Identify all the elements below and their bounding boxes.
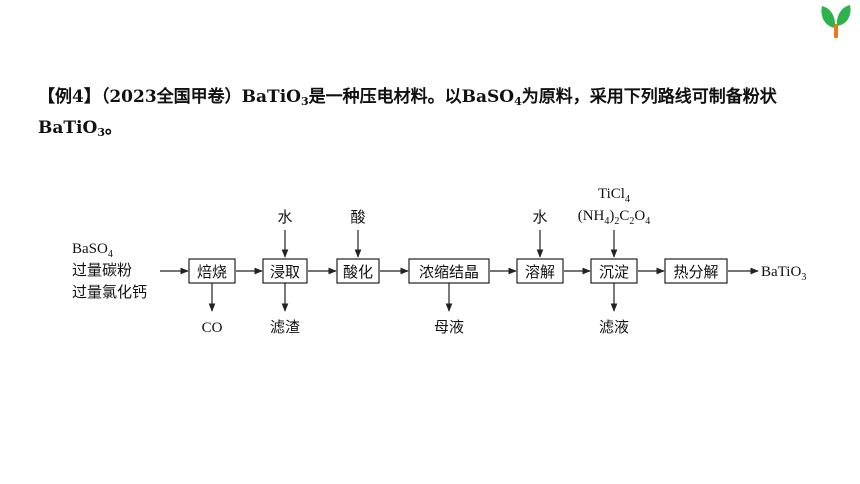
step-roast: 焙烧 [188,258,236,284]
svg-text:浸取: 浸取 [270,263,300,281]
formula-batio3: BaTiO3 [241,87,309,108]
output-co: CO [202,320,223,336]
output-mother-liquor: 母液 [434,318,464,336]
step-acidify: 酸化 [336,258,380,284]
svg-text:浓缩结晶: 浓缩结晶 [419,263,479,281]
formula-baso4: BaSO4 [461,87,522,108]
step-decompose: 热分解 [664,258,728,284]
step-leach: 浸取 [262,258,308,284]
svg-text:沉淀: 沉淀 [599,263,629,281]
step-dissolve: 溶解 [516,258,564,284]
output-residue: 滤渣 [270,318,300,336]
svg-text:酸化: 酸化 [343,263,373,281]
svg-text:焙烧: 焙烧 [197,263,227,281]
reagent-acid: 酸 [350,208,365,226]
left-leaf [821,6,836,28]
step-precipitate: 沉淀 [590,258,638,284]
question-source: （2023全国甲卷） [100,87,242,107]
sprout-logo-icon [821,5,851,38]
sprout-stem [834,24,838,38]
input-cacl2: 过量氯化钙 [72,283,147,301]
input-baso4: BaSO4 [72,241,113,260]
formula-batio3-end: BaTiO3 [38,118,105,139]
product-batio3: BaTiO3 [761,264,806,283]
output-filtrate: 滤液 [599,318,629,336]
reagent-water-2: 水 [532,208,547,226]
reagent-ticl4: TiCl4 [598,186,630,205]
reagent-water-1: 水 [277,208,292,226]
right-leaf [836,5,851,26]
step-crystallize: 浓缩结晶 [408,258,490,284]
question-tag: 【例4】 [38,87,101,107]
svg-text:热分解: 热分解 [673,263,718,281]
reagent-ammonium-oxalate: (NH4)2C2O4 [578,208,651,227]
question-text: 【例4】（2023全国甲卷）BaTiO3是一种压电材料。以BaSO4为原料，采用… [38,87,777,139]
input-carbon: 过量碳粉 [72,261,132,279]
svg-text:溶解: 溶解 [525,263,555,281]
